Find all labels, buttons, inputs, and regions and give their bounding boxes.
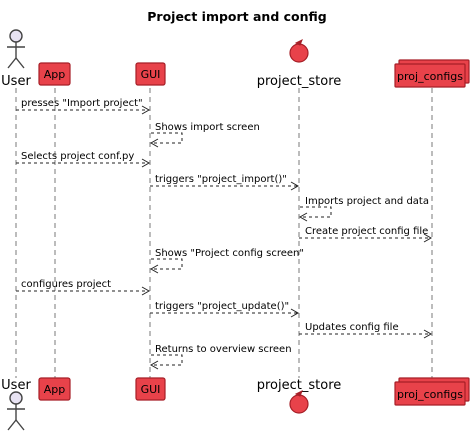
message-6-label: Create project config file <box>305 226 428 237</box>
user-actor-bottom-icon <box>7 391 25 431</box>
participant-proj-configs-top <box>394 59 470 88</box>
participant-project-store-top-label: project_store <box>257 74 342 89</box>
message-3-label: Selects project conf.py <box>21 151 134 162</box>
message-6: Create project config file <box>299 226 433 243</box>
message-9: triggers "project_update()" <box>150 301 300 318</box>
message-1-label: presses "Import project" <box>21 98 143 109</box>
project-store-bottom-control-icon <box>289 389 309 414</box>
message-7: Shows "Project config screen" <box>149 248 304 274</box>
participant-proj-configs-bottom <box>394 377 470 406</box>
message-10: Updates config file <box>299 322 433 339</box>
diagram-title: Project import and config <box>147 9 327 24</box>
message-2: Shows import screen <box>149 122 260 148</box>
message-10-label: Updates config file <box>305 322 399 333</box>
message-5-label: Imports project and data <box>305 196 429 207</box>
message-7-label: Shows "Project config screen" <box>155 248 304 259</box>
message-8: configures project <box>16 279 151 296</box>
message-4-label: triggers "project_import()" <box>155 174 287 185</box>
message-4: triggers "project_import()" <box>150 174 300 191</box>
message-5: Imports project and data <box>298 196 429 222</box>
message-11-label: Returns to overview screen <box>155 344 292 355</box>
message-3: Selects project conf.py <box>16 151 151 168</box>
participant-project-store-bottom-label: project_store <box>257 378 342 393</box>
participant-proj-configs-top-label: proj_configs <box>397 70 463 83</box>
participant-app-top <box>38 62 71 86</box>
participant-app-bottom <box>38 377 71 401</box>
message-1: presses "Import project" <box>16 98 151 115</box>
project-store-control-icon <box>289 38 309 63</box>
message-2-label: Shows import screen <box>155 122 260 133</box>
user-actor-icon <box>7 29 25 69</box>
message-8-label: configures project <box>21 279 111 290</box>
participant-user-bottom-label: User <box>1 378 31 393</box>
participant-gui-top <box>135 62 166 86</box>
participant-gui-bottom <box>135 377 166 401</box>
participant-app-top-label: App <box>44 68 66 81</box>
participant-gui-top-label: GUI <box>141 68 161 81</box>
participant-app-bottom-label: App <box>44 383 66 396</box>
message-9-label: triggers "project_update()" <box>155 301 289 312</box>
participant-gui-bottom-label: GUI <box>141 383 161 396</box>
message-11: Returns to overview screen <box>149 344 292 370</box>
participant-proj-configs-bottom-label: proj_configs <box>397 388 463 401</box>
participant-user-top-label: User <box>1 74 31 89</box>
